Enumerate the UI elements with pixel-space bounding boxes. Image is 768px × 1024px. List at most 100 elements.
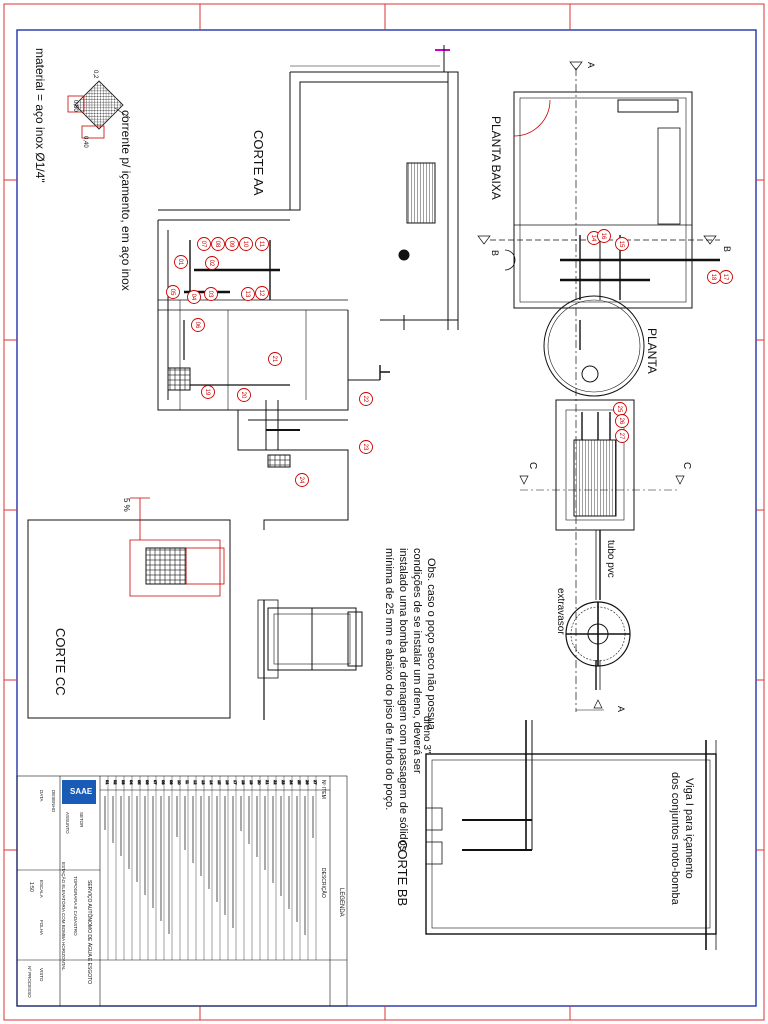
callout-number: 05 bbox=[169, 289, 175, 296]
visto-label: VISTO bbox=[39, 968, 44, 982]
legend-item-number: 15 bbox=[217, 780, 222, 785]
legend-item-number: 22 bbox=[273, 780, 278, 785]
corte-aa-section: CORTE AA bbox=[157, 45, 459, 530]
dim-label: 0,40 bbox=[82, 136, 88, 148]
legend-item-number: 08 bbox=[161, 780, 166, 785]
callout-circle bbox=[187, 290, 201, 304]
callout-circle bbox=[615, 237, 629, 251]
callout-number: 24 bbox=[298, 477, 304, 484]
section-mark-a: A bbox=[616, 706, 626, 712]
callout-circle bbox=[359, 440, 373, 454]
legend-item-number: 24 bbox=[289, 780, 294, 785]
overflow-manhole: tubo pvc extravasor bbox=[555, 540, 631, 667]
callout-circle bbox=[201, 385, 215, 399]
callout-number: 14 bbox=[590, 235, 596, 242]
legend-item-number: 09 bbox=[169, 780, 174, 785]
callout-number: 07 bbox=[200, 241, 206, 248]
callout-circle bbox=[211, 237, 225, 251]
callout-number: 08 bbox=[214, 241, 220, 248]
corte-bb-section: CORTE BB Viga I para içamento dos conjun… bbox=[395, 720, 717, 950]
legend-item-number: 18 bbox=[241, 780, 246, 785]
callout-number: 15 bbox=[618, 241, 624, 248]
legend-item-number: 10 bbox=[177, 780, 182, 785]
obs-note: Obs. caso o poço seco não possua condiçõ… bbox=[383, 548, 437, 852]
processo-label: Nº PROCESSO bbox=[27, 966, 32, 998]
col-no: Nº ITEM bbox=[320, 780, 326, 799]
extravasor-label: extravasor bbox=[555, 588, 566, 635]
callout-number: 10 bbox=[242, 241, 248, 248]
callout-circle bbox=[707, 270, 721, 284]
obs-line: condições de se instalar um dreno, dever… bbox=[411, 548, 423, 774]
callout-circle bbox=[174, 255, 188, 269]
legend-item-number: 19 bbox=[249, 780, 254, 785]
callout-circle bbox=[197, 237, 211, 251]
callout-number: 26 bbox=[618, 418, 624, 425]
dim-label: 0,2 bbox=[92, 70, 98, 79]
callout-number: 17 bbox=[722, 274, 728, 281]
dreno-label: dreno 3" bbox=[421, 716, 432, 754]
viga-label-2: dos conjuntos moto-bomba bbox=[669, 772, 681, 906]
callout-number: 09 bbox=[228, 241, 234, 248]
callout-number: 06 bbox=[194, 322, 200, 329]
data-label: DATA bbox=[39, 790, 44, 801]
legend-item-number: 25 bbox=[297, 780, 302, 785]
section-line-c: C C bbox=[519, 462, 692, 491]
chain-detail: 0,40 0,50 0,2 bbox=[67, 70, 131, 148]
callout-circle bbox=[166, 285, 180, 299]
callout-number: 04 bbox=[190, 294, 196, 301]
callout-circle bbox=[597, 229, 611, 243]
legend-item-number: 14 bbox=[209, 780, 214, 785]
dim-label: 0,50 bbox=[72, 100, 78, 112]
section-mark-b: B bbox=[490, 250, 500, 256]
planta-wet-well: PLANTA bbox=[543, 295, 659, 397]
pump-detail bbox=[257, 599, 363, 720]
callout-circle bbox=[204, 287, 218, 301]
desenho-label: DESENHO bbox=[51, 790, 56, 813]
callout-number: 22 bbox=[362, 396, 368, 403]
legend-item-number: 21 bbox=[265, 780, 270, 785]
callout-circle bbox=[255, 286, 269, 300]
viga-label-1: Viga I para içamento bbox=[683, 778, 695, 879]
section-mark-b: B bbox=[722, 246, 732, 252]
callout-number: 20 bbox=[240, 392, 246, 399]
sheet-border bbox=[3, 3, 765, 1021]
obs-line: Obs. caso o poço seco não possua bbox=[425, 558, 437, 731]
callout-circle bbox=[237, 388, 251, 402]
callout-circle bbox=[239, 237, 253, 251]
legend-item-number: 07 bbox=[153, 780, 158, 785]
legend-item-number: 26 bbox=[305, 780, 310, 785]
callout-number: 19 bbox=[204, 389, 210, 396]
corte-cc-section: 5 % CORTE CC bbox=[27, 497, 231, 719]
callout-circle bbox=[241, 287, 255, 301]
legend-item-number: 11 bbox=[185, 780, 190, 785]
corte-cc-title: CORTE CC bbox=[53, 628, 68, 696]
legend-item-number: 02 bbox=[113, 780, 118, 785]
section-mark-c: C bbox=[681, 462, 692, 469]
legend-item-number: 16 bbox=[225, 780, 230, 785]
callout-circle bbox=[359, 392, 373, 406]
section-line-b: B B bbox=[477, 235, 732, 256]
callout-number: 13 bbox=[244, 291, 250, 298]
chain-note: corrente p/ içamento, em aço inox bbox=[119, 110, 133, 291]
section-mark-a: A bbox=[586, 62, 596, 68]
assunto-label: ASSUNTO bbox=[65, 812, 70, 834]
material-note: material = aço inox Ø1/4" bbox=[33, 48, 47, 183]
callout-number: 25 bbox=[616, 406, 622, 413]
legend-item-number: 13 bbox=[201, 780, 206, 785]
col-desc: DESCRIÇÃO bbox=[320, 868, 327, 898]
callout-circle bbox=[225, 237, 239, 251]
callout-circle bbox=[615, 414, 629, 428]
planta-baixa-plan: PLANTA BAIXA bbox=[489, 91, 720, 309]
legend-item-number: 03 bbox=[121, 780, 126, 785]
legend-item-number: 20 bbox=[257, 780, 262, 785]
callout-number: 21 bbox=[271, 356, 277, 363]
screen-chamber bbox=[555, 399, 635, 690]
callout-circle bbox=[255, 237, 269, 251]
escala-value: 1:50 bbox=[28, 882, 34, 892]
legend-item-number: 17 bbox=[233, 780, 238, 785]
callout-circle bbox=[295, 473, 309, 487]
